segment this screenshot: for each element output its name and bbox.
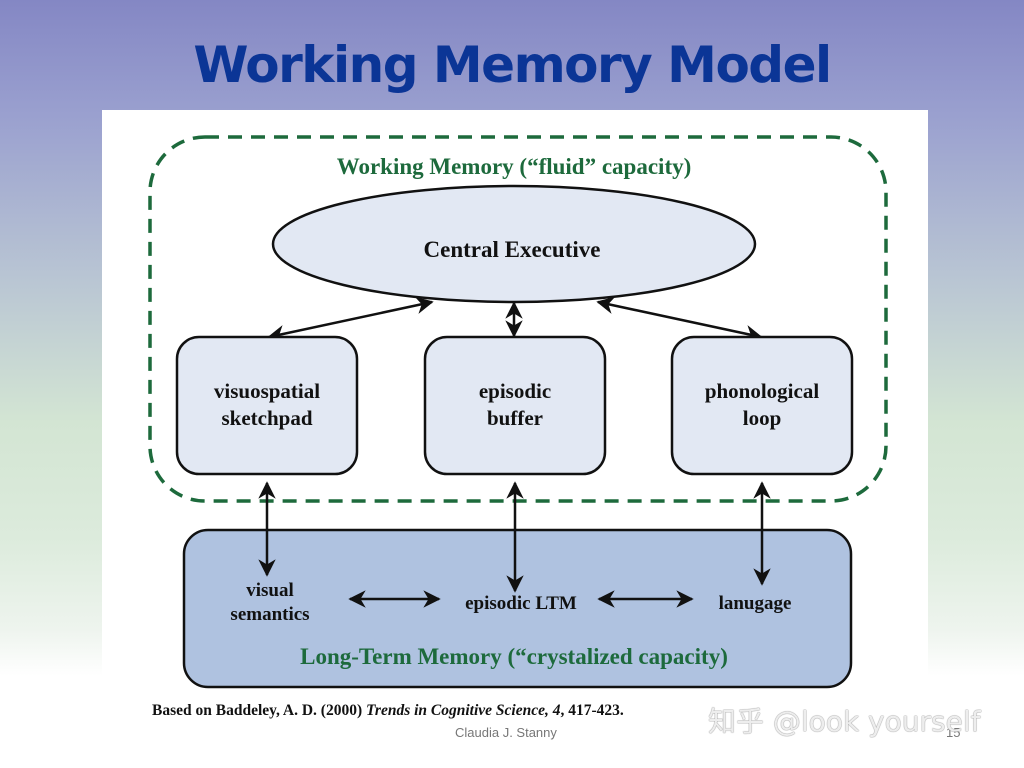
citation-journal: Trends in Cognitive Science, 4 xyxy=(366,702,561,719)
slide-title: Working Memory Model xyxy=(193,36,832,94)
episodic-buffer-label-line1: episodic xyxy=(479,379,551,403)
long-term-memory-label: Long-Term Memory (“crystalized capacity) xyxy=(300,644,728,669)
page-number: 15 xyxy=(946,725,961,740)
episodic-ltm-label: episodic LTM xyxy=(465,593,577,614)
visuospatial-label-line2: sketchpad xyxy=(221,406,312,430)
visuospatial-sketchpad-box xyxy=(175,335,359,476)
arrow-ce-visuospatial xyxy=(267,296,434,343)
working-memory-label: Working Memory (“fluid” capacity) xyxy=(337,154,692,179)
language-label: lanugage xyxy=(719,593,792,614)
citation-prefix: Based on Baddeley, A. D. (2000) xyxy=(152,702,367,719)
footer-author: Claudia J. Stanny xyxy=(455,725,557,740)
visuospatial-label-line1: visuospatial xyxy=(214,379,320,403)
arrow-ce-phonological xyxy=(596,296,763,343)
visual-semantics-line1: visual xyxy=(246,580,294,601)
phonological-label-line2: loop xyxy=(743,406,782,430)
citation: Based on Baddeley, A. D. (2000) Trends i… xyxy=(152,702,624,720)
phonological-label-line1: phonological xyxy=(705,379,820,403)
episodic-buffer-box xyxy=(423,335,607,476)
watermark: 知乎 @look yourself xyxy=(708,705,981,738)
central-executive-label: Central Executive xyxy=(424,237,601,262)
citation-suffix: , 417-423. xyxy=(560,702,624,719)
visual-semantics-line2: semantics xyxy=(230,604,309,625)
phonological-loop-box xyxy=(670,335,854,476)
episodic-buffer-label-line2: buffer xyxy=(487,406,543,430)
